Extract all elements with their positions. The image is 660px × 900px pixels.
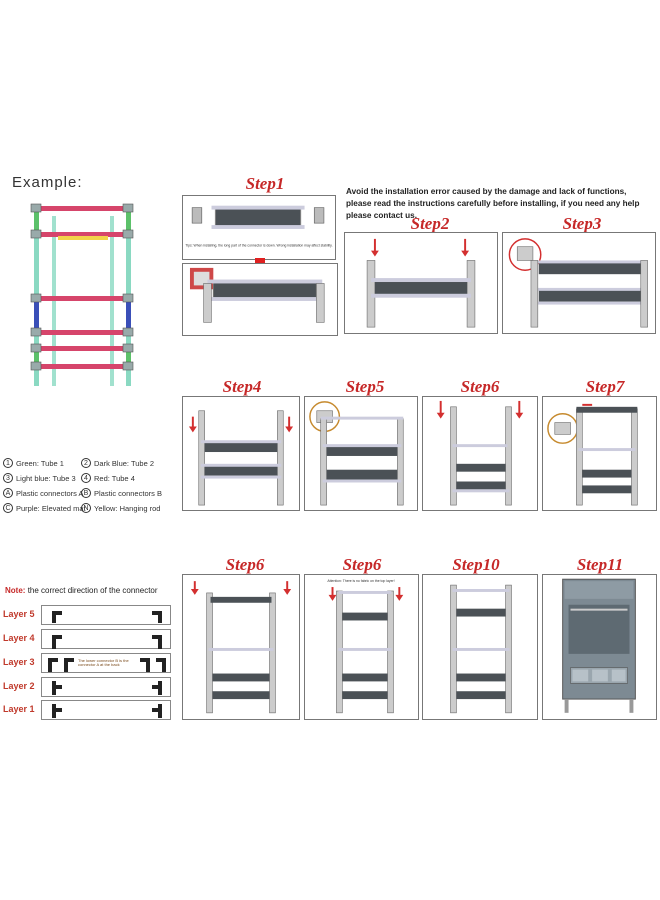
note-text: the correct direction of the connector bbox=[27, 586, 158, 595]
step-1-tip: Tips: When installing, the long part of … bbox=[185, 243, 332, 247]
layer-label: Layer 2 bbox=[3, 681, 35, 691]
step-4-panel bbox=[182, 396, 300, 511]
step-10-panel bbox=[422, 574, 538, 720]
layer-label: Layer 1 bbox=[3, 704, 35, 714]
connector-box bbox=[41, 629, 171, 649]
step-5-title: Step5 bbox=[345, 377, 385, 396]
step-10-title: Step10 bbox=[452, 555, 500, 574]
step-11-panel bbox=[542, 574, 657, 720]
step-2-panel bbox=[344, 232, 498, 334]
example-title: Example: bbox=[12, 174, 83, 191]
step-7-title: Step7 bbox=[585, 377, 625, 396]
connector-box bbox=[41, 605, 171, 625]
step-6-title: Step6 bbox=[460, 377, 500, 396]
step-5-panel bbox=[304, 396, 418, 511]
warning-text: Avoid the installation error caused by t… bbox=[346, 187, 640, 220]
layer-label: Layer 3 bbox=[3, 657, 35, 667]
layer-1-row: Layer 1 bbox=[3, 700, 171, 720]
step-7-panel bbox=[542, 396, 657, 511]
connector-box bbox=[41, 700, 171, 720]
step-3-panel bbox=[502, 232, 656, 334]
layer-label: Layer 5 bbox=[3, 609, 35, 619]
step-3-title: Step3 bbox=[562, 214, 602, 233]
step-9-title: Step6 bbox=[342, 555, 382, 574]
layer-3-row: Layer 3 The lower connector B is the con… bbox=[3, 653, 171, 673]
step-4-title: Step4 bbox=[222, 377, 262, 396]
layer-2-row: Layer 2 bbox=[3, 677, 171, 697]
step-1-title: Step1 bbox=[245, 174, 285, 193]
layer-5-row: Layer 5 bbox=[3, 605, 171, 625]
step-9-panel: Attention: There is no fabric on the top… bbox=[304, 574, 419, 720]
layer-3-note: The lower connector B is the connector A… bbox=[78, 658, 129, 667]
step-11-title: Step11 bbox=[576, 555, 624, 574]
step-1-top-panel: Tips: When installing, the long part of … bbox=[182, 195, 336, 260]
connector-note: Note: the correct direction of the conne… bbox=[5, 586, 158, 595]
step-1-bottom-panel bbox=[182, 263, 338, 336]
step-8-title: Step6 bbox=[225, 555, 265, 574]
step-2-title: Step2 bbox=[410, 214, 450, 233]
layer-label: Layer 4 bbox=[3, 633, 35, 643]
example-rack-diagram bbox=[18, 196, 148, 391]
step-8-panel bbox=[182, 574, 300, 720]
step-9-note: Attention: There is no fabric on the top… bbox=[327, 579, 394, 583]
layer-4-row: Layer 4 bbox=[3, 629, 171, 649]
connector-box: The lower connector B is the connector A… bbox=[41, 653, 171, 673]
step-6-panel bbox=[422, 396, 538, 511]
note-label: Note: bbox=[5, 586, 26, 595]
connector-box bbox=[41, 677, 171, 697]
